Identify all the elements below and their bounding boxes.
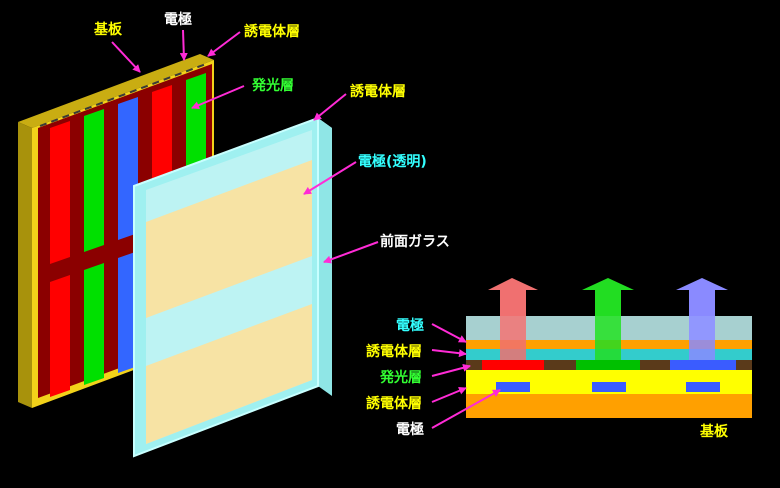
cs-substrate	[466, 394, 752, 418]
arrow-pointer-icon	[431, 363, 471, 377]
stripe-green-1-top	[84, 109, 104, 252]
stripe-red-1-bottom	[50, 275, 70, 397]
cs-arrow-shaft-green	[595, 316, 621, 360]
label-dielectric-front: 誘電体層	[350, 83, 406, 100]
cs-label-dielectric-bottom: 誘電体層	[366, 395, 422, 412]
arrow-pointer-icon	[191, 85, 245, 109]
cs-emitting-blue	[670, 360, 736, 370]
cs-arrow-shaft-blue	[689, 316, 715, 360]
front-glass-panel	[133, 116, 332, 458]
cross-section	[466, 278, 752, 418]
arrow-pointer-icon	[179, 29, 188, 61]
substrate-top-face	[18, 54, 214, 128]
transparent-electrode-band-2	[146, 304, 312, 444]
electrode-dashed-line	[39, 63, 207, 127]
cs-pointer-arrows	[431, 323, 501, 429]
pointer-arrows	[111, 29, 379, 264]
cs-electrode-bottom-3	[686, 382, 720, 392]
arrow-pointer-icon	[323, 241, 379, 264]
arrow-pointer-icon	[303, 161, 357, 195]
cs-label-dielectric-top: 誘電体層	[366, 343, 422, 360]
arrow-pointer-icon	[207, 31, 241, 57]
label-emitting-layer: 発光層	[251, 77, 294, 94]
cs-electrode-bottom-2	[592, 382, 626, 392]
cs-label-emitting: 発光層	[379, 369, 422, 386]
label-dielectric-back: 誘電体層	[244, 23, 300, 40]
stripe-red-1-top	[50, 121, 70, 264]
cs-label-electrode-bottom: 電極	[396, 421, 424, 438]
cs-label-substrate: 基板	[700, 423, 729, 440]
arrow-pointer-icon	[431, 386, 467, 403]
arrow-pointer-icon	[431, 389, 501, 429]
arrow-pointer-icon	[431, 349, 467, 358]
cs-label-electrode: 電極	[396, 317, 424, 334]
transparent-electrode-band-1	[146, 160, 312, 318]
label-electrode: 電極	[164, 11, 192, 28]
cs-emitting-red	[482, 360, 544, 370]
label-substrate: 基板	[94, 21, 123, 38]
cs-emitting-green	[576, 360, 640, 370]
cs-electrode-bottom-1	[496, 382, 530, 392]
cs-arrow-shaft-red	[500, 316, 526, 360]
arrow-pointer-icon	[313, 93, 347, 121]
label-front-glass: 前面ガラス	[380, 233, 450, 250]
stripe-green-1-bottom	[84, 263, 104, 385]
substrate-side-face	[18, 122, 32, 408]
arrow-pointer-icon	[111, 41, 141, 73]
arrow-pointer-icon	[431, 323, 467, 343]
glass-side-face	[318, 118, 332, 396]
label-transparent-electrode: 電極(透明)	[358, 153, 427, 170]
